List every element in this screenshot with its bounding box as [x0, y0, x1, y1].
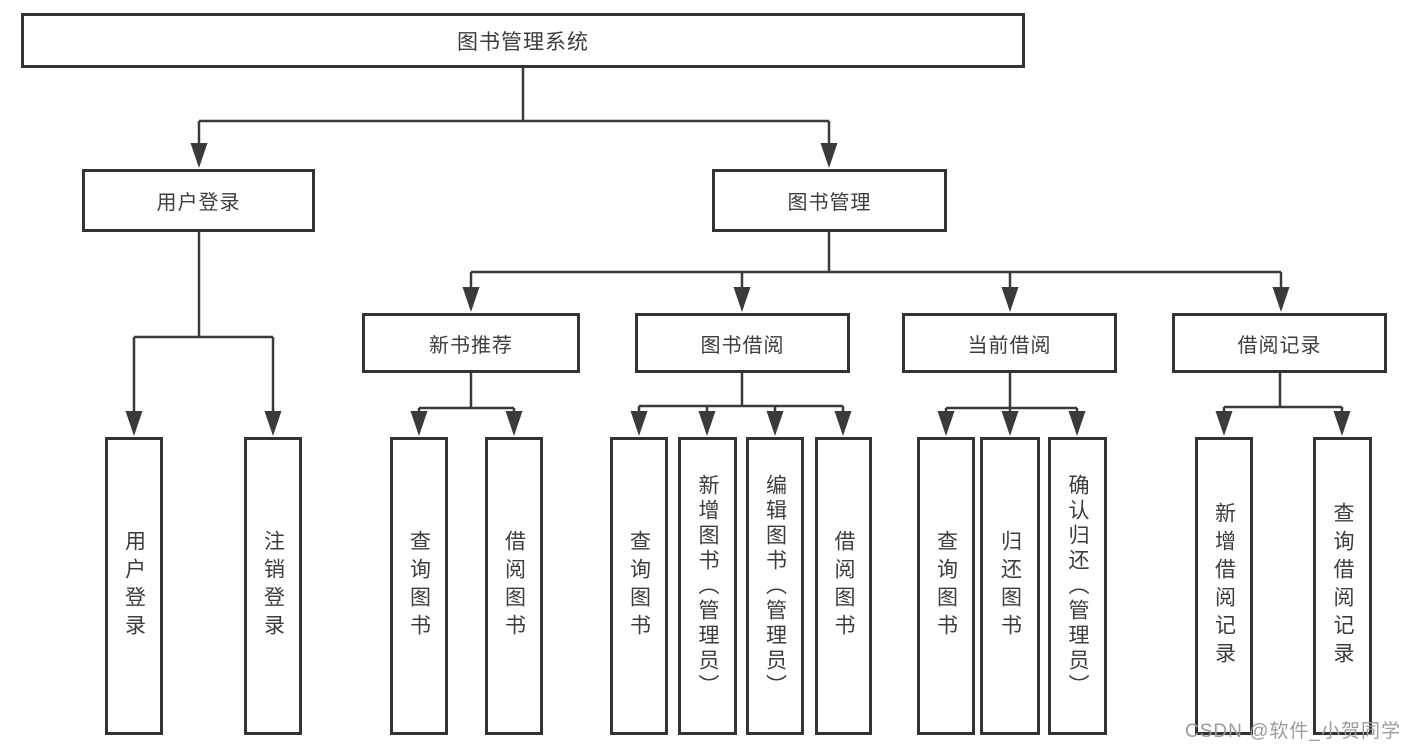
- leaf-cb-confirm-return-admin-label: 确认归还（管理员）: [1066, 473, 1089, 699]
- leaf-bb-add-book-admin-label: 新增图书（管理员）: [696, 473, 719, 699]
- node-book-borrow: 图书借阅: [635, 313, 850, 373]
- node-root-label: 图书管理系统: [457, 30, 589, 54]
- leaf-nbr-query-book: 查询图书: [390, 437, 448, 735]
- leaf-br-query-record-label: 查询借阅记录: [1331, 502, 1354, 670]
- leaf-bb-query-book: 查询图书: [610, 437, 668, 735]
- leaf-logout-login: 注销登录: [244, 437, 302, 735]
- leaf-bb-add-book-admin: 新增图书（管理员）: [678, 437, 737, 735]
- node-new-book-recommend: 新书推荐: [362, 313, 580, 373]
- leaf-logout-login-label: 注销登录: [261, 530, 285, 642]
- node-user-login-group-label: 用户登录: [156, 192, 241, 214]
- leaf-cb-query-book: 查询图书: [917, 437, 975, 735]
- node-book-management-label: 图书管理: [787, 192, 872, 214]
- leaf-cb-return-book: 归还图书: [980, 437, 1040, 735]
- leaf-nbr-query-book-label: 查询图书: [407, 530, 431, 642]
- leaf-bb-query-book-label: 查询图书: [627, 530, 651, 642]
- leaf-bb-edit-book-admin-label: 编辑图书（管理员）: [763, 473, 787, 699]
- node-user-login-group: 用户登录: [82, 169, 315, 232]
- node-book-management: 图书管理: [712, 169, 947, 232]
- leaf-br-query-record: 查询借阅记录: [1313, 437, 1372, 735]
- node-current-borrow: 当前借阅: [902, 313, 1117, 373]
- leaf-cb-query-book-label: 查询图书: [934, 530, 958, 642]
- csdn-watermark: CSDN @软件_小贺同学: [1185, 721, 1401, 742]
- node-current-borrow-label: 当前借阅: [967, 334, 1052, 357]
- node-new-book-recommend-label: 新书推荐: [429, 334, 513, 357]
- leaf-nbr-borrow-book: 借阅图书: [485, 437, 543, 735]
- leaf-cb-return-book-label: 归还图书: [998, 530, 1022, 642]
- leaf-nbr-borrow-book-label: 借阅图书: [502, 530, 526, 642]
- leaf-bb-borrow-book-label: 借阅图书: [832, 530, 855, 642]
- leaf-user-login: 用户登录: [105, 437, 163, 735]
- leaf-bb-borrow-book: 借阅图书: [815, 437, 872, 735]
- node-borrow-record-label: 借阅记录: [1237, 334, 1322, 357]
- node-borrow-record: 借阅记录: [1172, 313, 1387, 373]
- leaf-br-add-record: 新增借阅记录: [1195, 437, 1253, 735]
- leaf-user-login-label: 用户登录: [122, 530, 146, 642]
- leaf-bb-edit-book-admin: 编辑图书（管理员）: [746, 437, 804, 735]
- leaf-br-add-record-label: 新增借阅记录: [1212, 502, 1236, 670]
- node-root: 图书管理系统: [21, 13, 1025, 68]
- leaf-cb-confirm-return-admin: 确认归还（管理员）: [1048, 437, 1107, 735]
- node-book-borrow-label: 图书借阅: [700, 334, 785, 357]
